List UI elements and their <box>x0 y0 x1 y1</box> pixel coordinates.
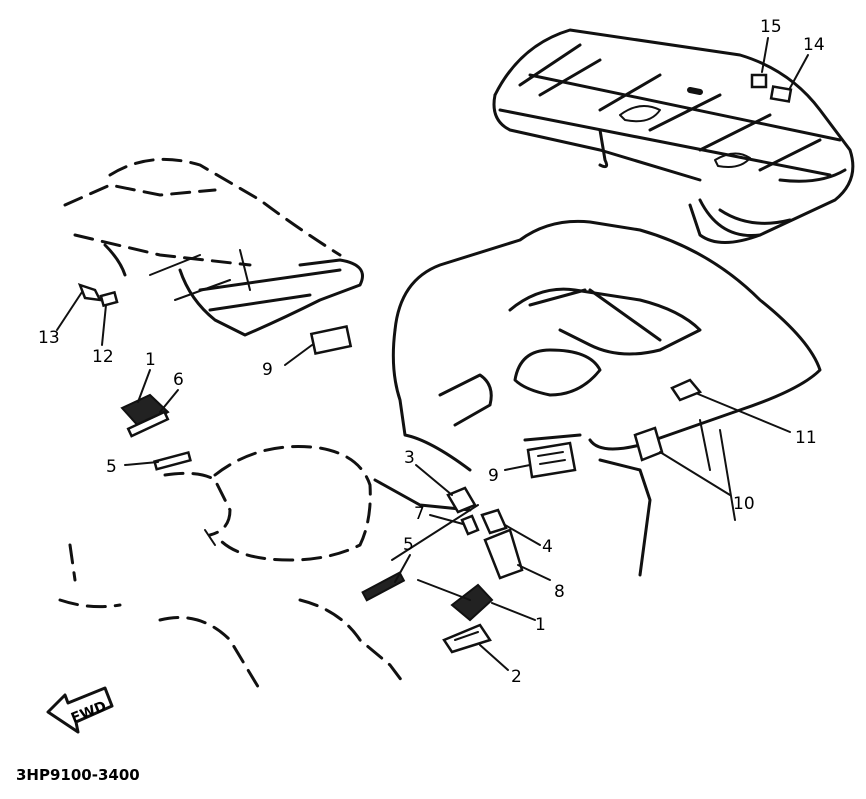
callout-4: 4 <box>542 537 553 557</box>
decal-2 <box>442 623 492 654</box>
front-fender-and-seat <box>58 445 472 692</box>
decal-15 <box>750 73 768 89</box>
decal-4 <box>480 508 508 535</box>
decal-8 <box>483 528 524 580</box>
callout-9-upper: 9 <box>262 360 273 380</box>
callout-5-left: 5 <box>106 457 117 477</box>
decal-9-lower <box>526 441 577 479</box>
fwd-label: FWD <box>69 698 109 727</box>
decal-14 <box>769 85 793 103</box>
callout-15: 15 <box>760 17 782 37</box>
decal-1-right <box>450 583 494 622</box>
decal-11 <box>670 378 703 402</box>
decal-6 <box>126 410 170 438</box>
decal-7 <box>460 514 480 536</box>
leader-lines <box>56 37 809 671</box>
decal-10 <box>633 426 664 462</box>
callout-13: 13 <box>38 328 60 348</box>
callout-9-lower: 9 <box>488 466 499 486</box>
part-code: 3HP9100-3400 <box>16 766 140 784</box>
decal-12 <box>99 290 119 308</box>
decal-9-upper <box>309 324 353 356</box>
callout-2: 2 <box>511 667 522 687</box>
callout-12: 12 <box>92 347 114 367</box>
front-carrier-rack <box>63 157 364 337</box>
decal-3 <box>446 486 477 514</box>
rear-carrier-rack <box>492 28 855 244</box>
callout-1-right: 1 <box>535 615 546 635</box>
decal-13 <box>77 282 103 302</box>
callout-11: 11 <box>795 428 817 448</box>
callout-8: 8 <box>554 582 565 602</box>
decal-5-right <box>361 571 406 602</box>
callout-3: 3 <box>404 448 415 468</box>
callout-10: 10 <box>733 494 755 514</box>
callout-5-right: 5 <box>403 535 414 555</box>
decal-1-left <box>120 393 170 430</box>
decal-5-left <box>153 450 192 471</box>
callout-7: 7 <box>414 504 425 524</box>
callout-labels: 15 14 13 12 1 6 9 5 3 9 11 7 4 10 5 8 1 … <box>38 17 825 687</box>
callout-14: 14 <box>803 35 825 55</box>
callout-1-left: 1 <box>145 350 156 370</box>
callout-6: 6 <box>173 370 184 390</box>
forward-direction-arrow: FWD <box>46 686 114 734</box>
rear-fender <box>391 219 822 577</box>
